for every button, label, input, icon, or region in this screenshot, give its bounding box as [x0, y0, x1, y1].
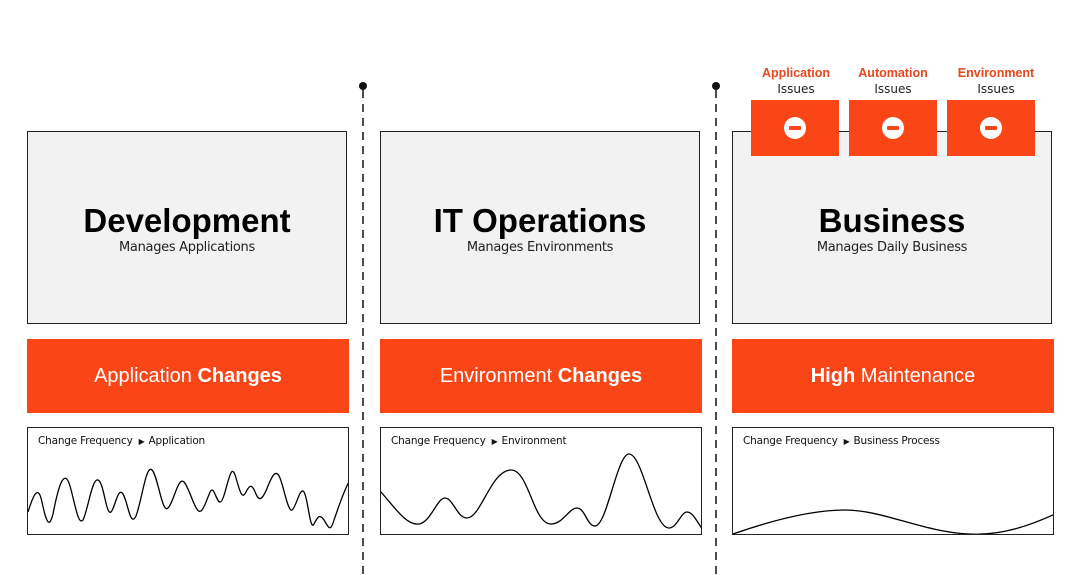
frequency-wave-environment: [381, 453, 701, 529]
issue-label-application: Application Issues: [750, 66, 842, 97]
issue-label-sub: Issues: [874, 82, 912, 96]
automation-issues-tile: [849, 100, 937, 156]
high-maintenance-banner: High Maintenance: [732, 339, 1054, 413]
wave-label-right: Application: [148, 435, 206, 447]
environment-issues-tile: [947, 100, 1035, 156]
wave-label: Change Frequency ▶Environment: [391, 435, 567, 447]
wave-label-left: Change Frequency: [38, 435, 133, 447]
issue-label-automation: Automation Issues: [847, 66, 939, 97]
issue-label-title: Environment: [957, 66, 1035, 80]
business-card: Business Manages Daily Business: [732, 131, 1052, 324]
card-title: Business: [818, 202, 966, 239]
wave-label: Change Frequency ▶Application: [38, 435, 205, 447]
banner-bold-text: High: [810, 364, 856, 387]
banner-bold-text: Changes: [557, 364, 643, 387]
arrow-right-icon: ▶: [138, 437, 145, 446]
environment-changes-banner: Environment Changes: [380, 339, 702, 413]
card-subtitle: Manages Applications: [119, 240, 255, 255]
issue-label-title: Automation: [858, 66, 928, 80]
minus-circle-icon: [784, 117, 806, 139]
application-issues-tile: [751, 100, 839, 156]
banner-regular-text: Application: [94, 364, 192, 387]
application-changes-banner: Application Changes: [27, 339, 349, 413]
issue-label-sub: Issues: [977, 82, 1015, 96]
change-frequency-panel-environment: Change Frequency ▶Environment: [380, 427, 702, 535]
frequency-wave-business-process: [733, 509, 1053, 534]
issue-label-sub: Issues: [777, 82, 815, 96]
card-subtitle: Manages Daily Business: [816, 240, 968, 255]
card-title: Development: [83, 202, 291, 239]
arrow-right-icon: ▶: [843, 437, 850, 446]
wave-label-left: Change Frequency: [743, 435, 838, 447]
wave-label-left: Change Frequency: [391, 435, 486, 447]
card-subtitle: Manages Environments: [466, 240, 614, 255]
wave-label-right: Business Process: [853, 435, 940, 447]
divider-line-1: [359, 82, 367, 575]
wave-label-right: Environment: [501, 435, 567, 447]
it-operations-card: IT Operations Manages Environments: [380, 131, 700, 324]
change-frequency-panel-business: Change Frequency ▶Business Process: [732, 427, 1054, 535]
minus-circle-icon: [882, 117, 904, 139]
divider-line-2: [712, 82, 720, 575]
banner-bold-text: Changes: [197, 364, 282, 387]
issue-label-title: Application: [761, 66, 831, 80]
development-card: Development Manages Applications: [27, 131, 347, 324]
card-title: IT Operations: [433, 202, 647, 239]
arrow-right-icon: ▶: [491, 437, 498, 446]
issue-label-environment: Environment Issues: [950, 66, 1042, 97]
minus-circle-icon: [980, 117, 1002, 139]
change-frequency-panel-application: Change Frequency ▶Application: [27, 427, 349, 535]
frequency-wave-application: [28, 468, 348, 529]
banner-regular-text: Environment: [439, 364, 553, 387]
wave-label: Change Frequency ▶Business Process: [743, 435, 940, 447]
banner-regular-text: Maintenance: [860, 364, 976, 387]
